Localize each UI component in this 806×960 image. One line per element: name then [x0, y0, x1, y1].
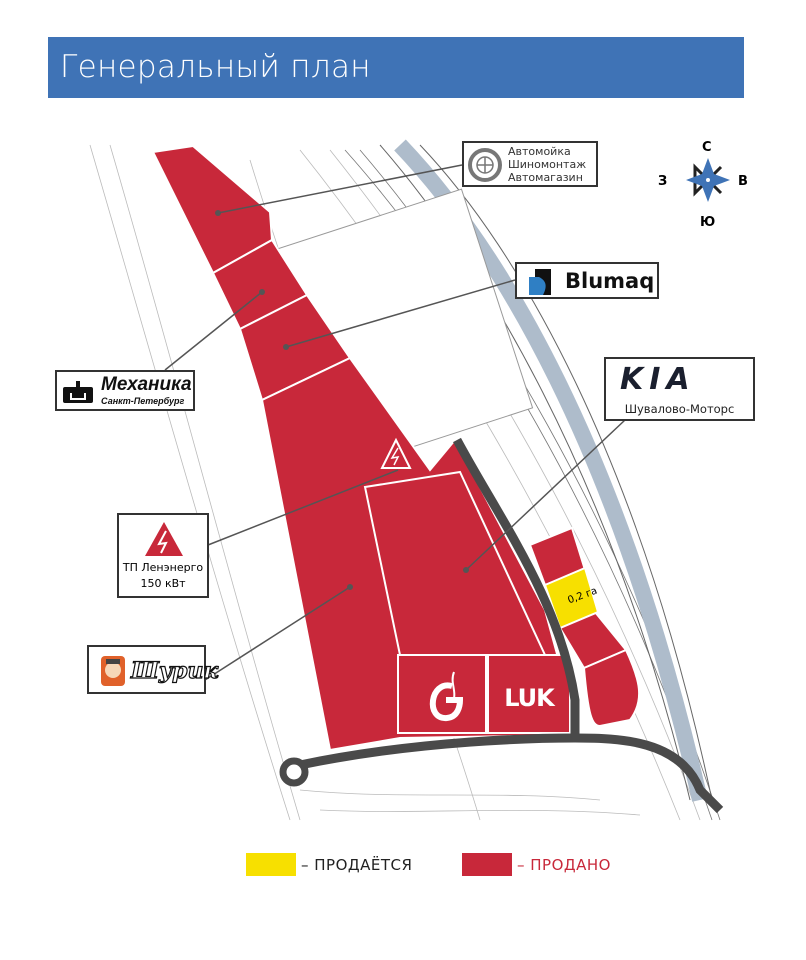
substation-callout: ТП Ленэнерго 150 кВт	[117, 513, 209, 598]
compass-rose-icon: С Ю З В	[658, 140, 748, 230]
shurik-name: Шурик	[130, 657, 219, 684]
substation-name: ТП Ленэнерго	[122, 561, 204, 574]
page-title: Генеральный план	[60, 49, 371, 85]
plot-markers	[215, 210, 469, 590]
compass-west: З	[658, 174, 667, 189]
compass-east: В	[738, 174, 748, 189]
substation-sign-icon	[380, 437, 412, 469]
lukoil-logo: LUK	[504, 684, 556, 712]
blumaq-logo-icon	[529, 269, 551, 295]
mehanika-name: Механика	[101, 374, 192, 395]
legend-for-sale-label: – ПРОДАЁТСЯ	[301, 856, 413, 874]
plot-right-4[interactable]	[582, 648, 641, 728]
plot-gazprom[interactable]	[397, 654, 487, 734]
kia-logo-icon: KIA	[620, 362, 696, 397]
callout-lines	[164, 164, 626, 681]
roundabout	[279, 757, 309, 787]
compass-north: С	[702, 140, 712, 155]
blumaq-name: Blumaq	[565, 269, 655, 293]
header-bar: Генеральный план	[48, 37, 744, 98]
wheel-icon	[468, 148, 502, 182]
high-voltage-icon	[145, 522, 183, 556]
gazprom-logo-icon	[429, 671, 464, 721]
mehanika-callout: Механика Санкт-Петербург	[55, 370, 195, 411]
kia-callout: KIA Шувалово-Моторс	[604, 357, 755, 421]
substation-power: 150 кВт	[140, 577, 186, 590]
legend-sold-swatch	[462, 853, 512, 876]
roads	[299, 437, 724, 814]
plot-lukoil[interactable]	[487, 654, 571, 734]
tire-service-label: Шиномонтаж	[508, 158, 587, 171]
plot-carwash[interactable]	[151, 144, 274, 275]
auto-shop-label: Автомагазин	[508, 171, 583, 184]
blumaq-callout: Blumaq	[515, 262, 659, 299]
mehanika-city: Санкт-Петербург	[101, 396, 185, 406]
sold-plots	[151, 144, 641, 752]
compass-south: Ю	[700, 215, 715, 230]
kia-dealer-name: Шувалово-Моторс	[624, 402, 735, 416]
carwash-callout: Автомойка Шиномонтаж Автомагазин	[462, 141, 598, 187]
legend-sold-label: – ПРОДАНО	[517, 856, 611, 874]
carwash-label: Автомойка	[508, 145, 571, 158]
shurik-mascot-icon	[101, 656, 125, 686]
shurik-callout: Шурик	[87, 645, 219, 694]
legend-for-sale-swatch	[246, 853, 296, 876]
mehanika-logo-icon	[63, 381, 93, 403]
